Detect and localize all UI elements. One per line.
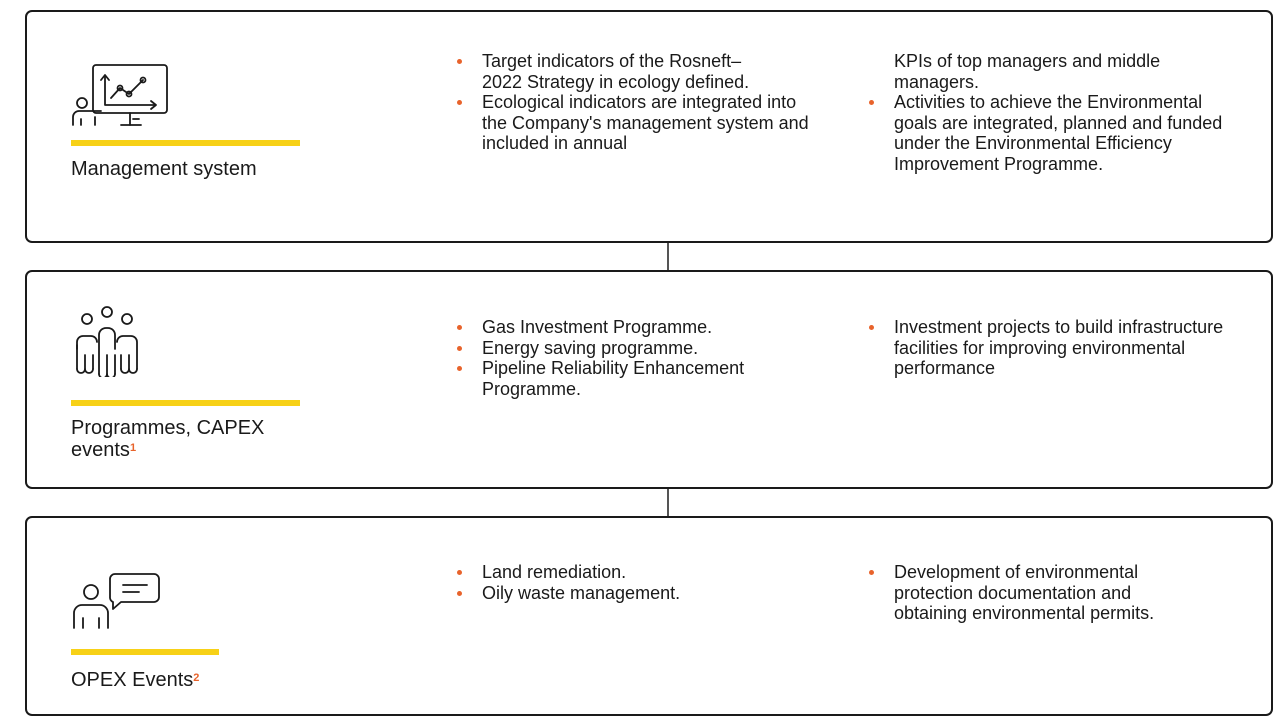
panel-column-right: Investment projects to build infrastruct…	[865, 317, 1235, 379]
panel-title: OPEX Events2	[71, 669, 200, 691]
panel-column-left: Target indicators of the Rosneft–2022 St…	[453, 51, 823, 154]
panel-title: Management system	[71, 158, 257, 180]
panel-programmes-capex: Programmes, CAPEX events1 Gas Investment…	[25, 270, 1273, 489]
list-item: Activities to achieve the Environmental …	[865, 92, 1234, 174]
accent-bar	[71, 400, 300, 406]
list-item: Target indicators of the Rosneft–2022 St…	[453, 51, 752, 92]
list-item: Pipeline Reliability Enhancement Program…	[453, 358, 822, 399]
panel-column-right: Development of environmental protection …	[865, 562, 1235, 624]
list-item: Land remediation.	[453, 562, 823, 583]
list-item: Oily waste management.	[453, 583, 823, 604]
list-item: Gas Investment Programme.	[453, 317, 823, 338]
footnote-marker: 1	[129, 442, 137, 454]
list-item: Investment projects to build infrastruct…	[865, 317, 1244, 379]
connector-line-2	[667, 488, 669, 518]
list-item: Development of environmental protection …	[865, 562, 1204, 624]
list-item: Ecological indicators are integrated int…	[453, 92, 822, 154]
accent-bar	[71, 140, 300, 146]
list-item-continuation: KPIs of top managers and middle managers…	[894, 51, 1161, 92]
panel-column-left: Land remediation. Oily waste management.	[453, 562, 823, 603]
list-item: Energy saving programme.	[453, 338, 823, 359]
connector-line-1	[667, 242, 669, 272]
person-speech-icon	[71, 571, 167, 636]
team-people-icon	[71, 305, 143, 382]
footnote-marker: 2	[193, 672, 200, 684]
panel-management-system: Management system Target indicators of t…	[25, 10, 1273, 243]
presentation-chart-icon	[71, 62, 171, 133]
accent-bar	[71, 649, 219, 655]
panel-column-left: Gas Investment Programme. Energy saving …	[453, 317, 823, 399]
panel-title: Programmes, CAPEX events1	[71, 417, 265, 461]
panel-column-right: KPIs of top managers and middle managers…	[865, 51, 1235, 174]
panel-opex-events: OPEX Events2 Land remediation. Oily wast…	[25, 516, 1273, 716]
